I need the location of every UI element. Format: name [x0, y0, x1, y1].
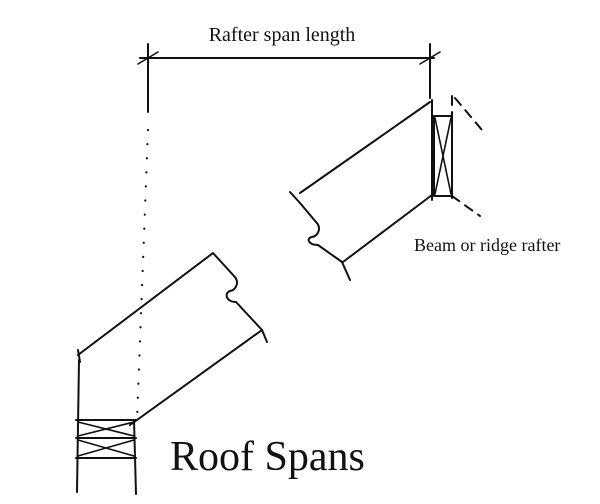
lower-rafter — [77, 252, 268, 426]
plumb-dotted-line — [135, 128, 150, 422]
upper-rafter — [289, 101, 433, 281]
ridge-beam — [431, 95, 483, 217]
diagram-title: Roof Spans — [170, 434, 365, 480]
beam-label: Beam or ridge rafter — [414, 235, 560, 255]
span-label: Rafter span length — [209, 24, 356, 46]
bearing-wall — [75, 359, 137, 495]
span-dimension — [137, 43, 441, 113]
